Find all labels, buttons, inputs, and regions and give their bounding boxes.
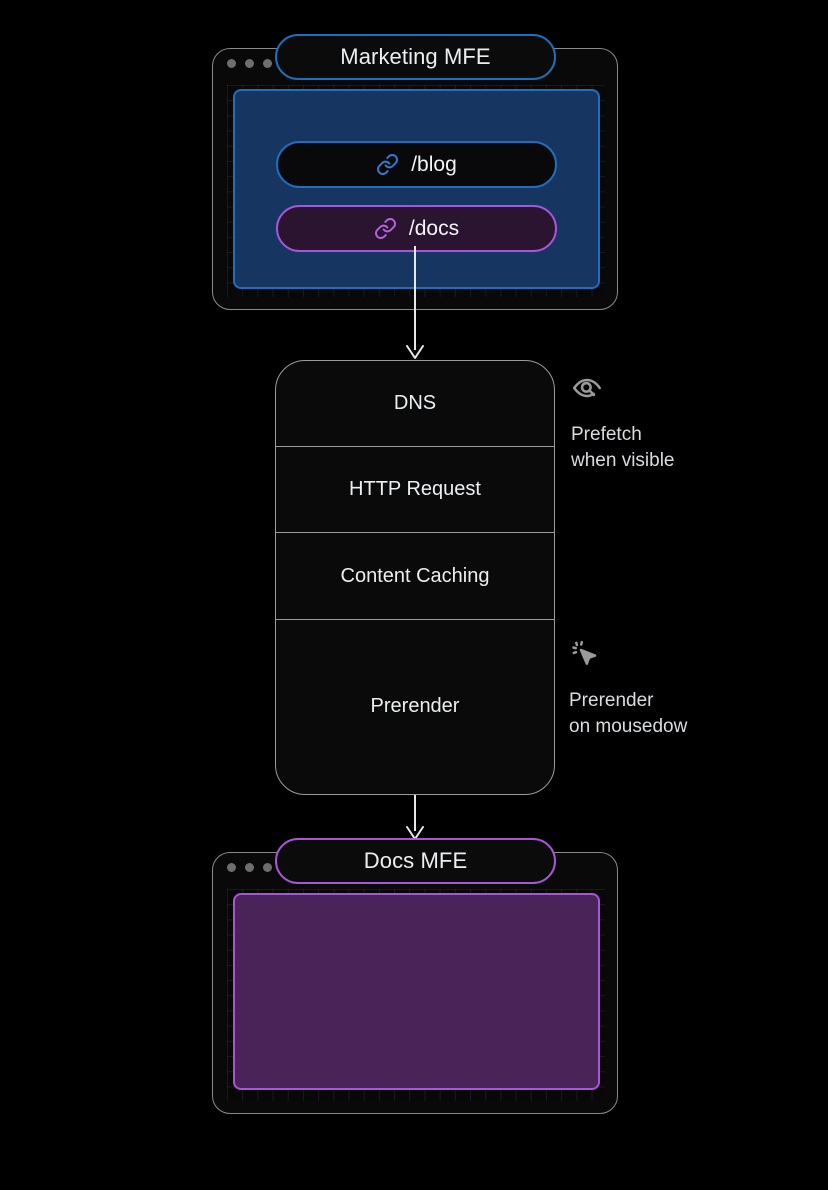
traffic-lights-bottom [227, 863, 272, 872]
docs-mfe-title-pill: Docs MFE [275, 838, 556, 884]
annotation-line-1: Prefetch [571, 424, 642, 445]
traffic-light-dot[interactable] [245, 863, 254, 872]
route-label: /blog [411, 152, 457, 176]
link-icon [374, 217, 397, 240]
traffic-light-dot[interactable] [245, 59, 254, 68]
annotation-prefetch-when-visible: Prefetch when visible [571, 372, 801, 474]
link-icon [376, 153, 399, 176]
docs-mfe-window [212, 852, 618, 1114]
pipeline-stage-content-caching[interactable]: Content Caching [276, 533, 554, 620]
scan-eye-icon [571, 372, 801, 412]
pipeline-stage-http-request[interactable]: HTTP Request [276, 447, 554, 534]
annotation-line-2: when visible [571, 450, 675, 471]
traffic-light-dot[interactable] [227, 863, 236, 872]
traffic-light-dot[interactable] [263, 59, 272, 68]
traffic-light-dot[interactable] [263, 863, 272, 872]
pipeline-stage-dns[interactable]: DNS [276, 361, 554, 447]
route-link-docs[interactable]: /docs [276, 205, 557, 252]
annotation-line-2: on mousedow [569, 716, 688, 737]
stage-label: Content Caching [340, 564, 490, 587]
docs-content-panel [233, 893, 600, 1090]
annotation-prerender-on-mousedown: Prerender on mousedow [569, 638, 819, 740]
route-label: /docs [408, 216, 460, 240]
traffic-lights-top [227, 59, 272, 68]
window-title: Marketing MFE [340, 44, 491, 69]
stage-label: HTTP Request [349, 477, 481, 500]
stage-label: DNS [393, 391, 437, 414]
route-link-blog[interactable]: /blog [276, 141, 557, 188]
pipeline-stage-prerender[interactable]: Prerender [276, 620, 554, 794]
marketing-content-panel [233, 89, 600, 289]
marketing-mfe-title-pill: Marketing MFE [275, 34, 556, 80]
connector-docs-to-pipeline [406, 246, 424, 359]
window-title: Docs MFE [363, 848, 468, 873]
navigation-pipeline: DNS HTTP Request Content Caching Prerend… [275, 360, 555, 795]
traffic-light-dot[interactable] [227, 59, 236, 68]
mouse-pointer-click-icon [569, 638, 819, 678]
stage-label: Prerender [370, 695, 460, 718]
annotation-line-1: Prerender [569, 690, 654, 711]
